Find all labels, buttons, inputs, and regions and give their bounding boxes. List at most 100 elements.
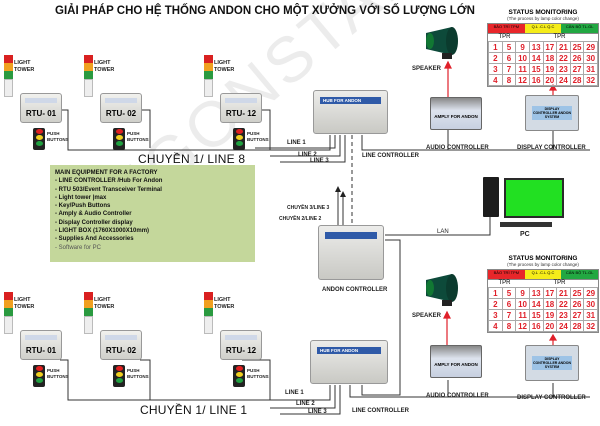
equipment-item: - Light tower |max: [55, 194, 107, 201]
light-tower-label: LIGHT TOWER: [14, 297, 35, 310]
status-legend-item: BẢO TRÌ TPM: [488, 270, 525, 279]
status-cell: 11: [515, 309, 530, 321]
rtu-label: RTU- 01: [25, 109, 57, 118]
amplifier: AMPLY FOR ANDON: [430, 345, 482, 378]
equipment-item: - Key/Push Buttons: [55, 203, 111, 210]
status-cell: 2: [488, 298, 503, 310]
push-buttons-label: PUSH BUTTONS: [247, 131, 269, 142]
andon-controller: [318, 225, 384, 280]
status-cell: 28: [569, 320, 585, 332]
status-cell: 29: [583, 287, 598, 299]
light-tower-icon: [84, 292, 93, 334]
line-2-label: LINE 2: [296, 401, 315, 407]
rtu-label: RTU- 01: [25, 346, 57, 355]
equipment-list: MAIN EQUIPMENT FOR A FACTORY - LINE CONT…: [50, 165, 255, 262]
push-buttons-label: PUSH BUTTONS: [127, 131, 149, 142]
status-cell: 7: [501, 309, 517, 321]
rtu-unit: RTU- 12: [220, 330, 262, 360]
status-cell: 18: [542, 298, 558, 310]
status-cell: 23: [556, 63, 571, 75]
status-legend-item: BẢO TRÌ TPM: [488, 24, 525, 33]
status-cell: 13: [528, 287, 544, 299]
status-cell: 31: [583, 63, 598, 75]
push-buttons-label: PUSH BUTTONS: [47, 368, 69, 379]
status-cell: 30: [583, 52, 598, 64]
line-3-label: LINE 3: [310, 158, 329, 164]
speaker-label: SPEAKER: [412, 313, 442, 319]
speaker-label: SPEAKER: [412, 66, 442, 72]
status-cell: 27: [569, 63, 585, 75]
status-cell: 15: [528, 63, 544, 75]
lan-label: LAN: [437, 229, 449, 235]
status-cell: 10: [515, 52, 530, 64]
status-cell: 16: [528, 320, 544, 332]
status-title: STATUS MONITORING: [508, 255, 578, 262]
audio-controller-label: AUDIO CONTROLLER: [426, 393, 489, 399]
rtu-label: RTU- 12: [225, 109, 257, 118]
status-cell: 25: [569, 41, 585, 53]
status-cell: 10: [515, 298, 530, 310]
keyboard-icon: [500, 222, 552, 227]
equipment-item: - RTU 503/Event Transceiver Terminal: [55, 186, 162, 193]
tpr-label: TPR: [498, 34, 511, 40]
status-cell: 22: [556, 52, 571, 64]
status-cell: 11: [515, 63, 530, 75]
status-cell: 26: [569, 52, 585, 64]
status-cell: 12: [515, 74, 530, 86]
status-cell: 28: [569, 74, 585, 86]
status-cell: 23: [556, 309, 571, 321]
equipment-item: - LIGHT BOX (1760X1000X10mm): [55, 228, 150, 235]
display-controller: DISPLAY CONTROLLER ANDON SYSTEM: [525, 95, 579, 131]
status-subtitle: (The process by lamp color change): [507, 16, 579, 21]
status-cell: 22: [556, 298, 571, 310]
light-tower-icon: [84, 55, 93, 97]
line-3-label: LINE 3: [308, 409, 327, 415]
status-cell: 3: [488, 309, 503, 321]
status-cell: 15: [528, 309, 544, 321]
status-cell: 20: [542, 320, 558, 332]
light-tower-icon: [204, 55, 213, 97]
andon-controller-label: ANDON CONTROLLER: [322, 287, 388, 293]
chuyen-2-label: CHUYỀN 2/LINE 2: [279, 216, 322, 222]
push-buttons-icon: [233, 128, 245, 150]
push-buttons-label: PUSH BUTTONS: [127, 368, 149, 379]
status-cell: 13: [528, 41, 544, 53]
light-tower-label: LIGHT TOWER: [214, 297, 235, 310]
status-cell: 20: [542, 74, 558, 86]
status-legend-item: Q.L .C.L Q.C: [524, 270, 562, 279]
status-cell: 14: [528, 298, 544, 310]
status-cell: 29: [583, 41, 598, 53]
line-1-title: CHUYỀN 1/ LINE 1: [140, 403, 248, 417]
amplifier: AMPLY FOR ANDON: [430, 97, 482, 130]
rtu-unit: RTU- 02: [100, 330, 142, 360]
rtu-unit: RTU- 01: [20, 330, 62, 360]
light-tower-label: LIGHT TOWER: [214, 60, 235, 73]
line-controller-label: LINE CONTROLLER: [352, 408, 409, 414]
status-cell: 2: [488, 52, 503, 64]
status-legend-item: CÂN BỘ TL.GL: [561, 270, 599, 279]
status-cell: 5: [501, 287, 517, 299]
status-cell: 16: [528, 74, 544, 86]
status-legend-item: CÂN BỘ TL.GL: [561, 24, 599, 33]
status-cell: 21: [556, 287, 571, 299]
status-cell: 3: [488, 63, 503, 75]
status-cell: 25: [569, 287, 585, 299]
status-legend-item: Q.L .C.L Q.C: [524, 24, 562, 33]
tpr-label: TPR: [498, 280, 511, 286]
status-cell: 21: [556, 41, 571, 53]
status-cell: 31: [583, 309, 598, 321]
chuyen-3-label: CHUYỀN 3/LINE 3: [287, 205, 330, 211]
line-1-label: LINE 1: [285, 390, 304, 396]
rtu-unit: RTU- 02: [100, 93, 142, 123]
status-cell: 24: [556, 74, 571, 86]
push-buttons-icon: [113, 365, 125, 387]
speaker-icon: [426, 27, 458, 59]
status-cell: 7: [501, 63, 517, 75]
light-tower-label: LIGHT TOWER: [94, 60, 115, 73]
status-cell: 26: [569, 298, 585, 310]
pc-monitor-icon: [504, 178, 564, 218]
status-cell: 19: [542, 309, 558, 321]
push-buttons-label: PUSH BUTTONS: [247, 368, 269, 379]
display-controller-label: DISPLAY CONTROLLER: [517, 395, 586, 401]
rtu-label: RTU- 02: [105, 346, 137, 355]
